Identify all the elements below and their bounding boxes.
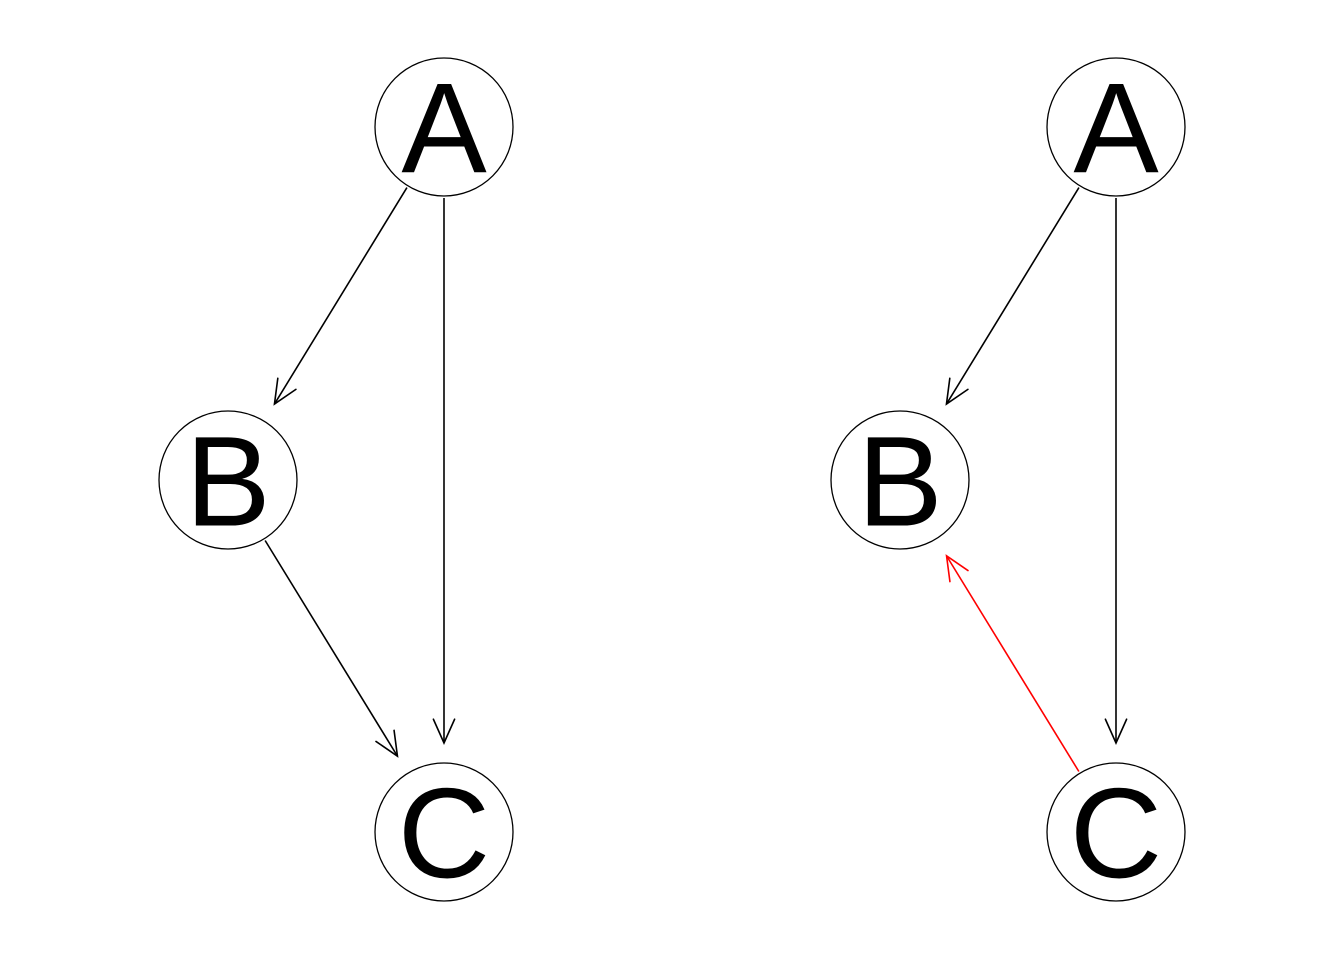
arrowhead-A-to-B (945, 377, 969, 406)
node-C: C (1046, 762, 1186, 906)
node-B: B (158, 410, 298, 554)
node-label-B: B (857, 411, 942, 554)
node-label-C: C (398, 763, 490, 906)
node-circle-B (830, 410, 970, 550)
node-label-A: A (1073, 58, 1159, 201)
arrowhead-A-to-B (273, 377, 297, 406)
arrowhead-A-to-C (432, 718, 456, 745)
graph-right: A B C (830, 57, 1186, 906)
node-circle-A (1046, 57, 1186, 197)
node-A: A (374, 57, 514, 201)
graph-left: A B C (158, 57, 514, 906)
node-C: C (374, 762, 514, 906)
node-label-C: C (1070, 763, 1162, 906)
edge-A-to-B (945, 187, 1080, 405)
node-label-B: B (185, 411, 270, 554)
node-label-A: A (401, 58, 487, 201)
node-A: A (1046, 57, 1186, 201)
arrowhead-B-to-C (375, 729, 399, 758)
node-circle-C (1046, 762, 1186, 902)
edge-A-to-B (273, 187, 408, 405)
arrowhead-A-to-C (1104, 718, 1128, 745)
edge-B-to-C (264, 540, 399, 757)
node-B: B (830, 410, 970, 554)
edge-C-to-B (945, 555, 1080, 772)
node-circle-B (158, 410, 298, 550)
node-circle-A (374, 57, 514, 197)
arrowhead-C-to-B (945, 554, 969, 583)
node-circle-C (374, 762, 514, 902)
